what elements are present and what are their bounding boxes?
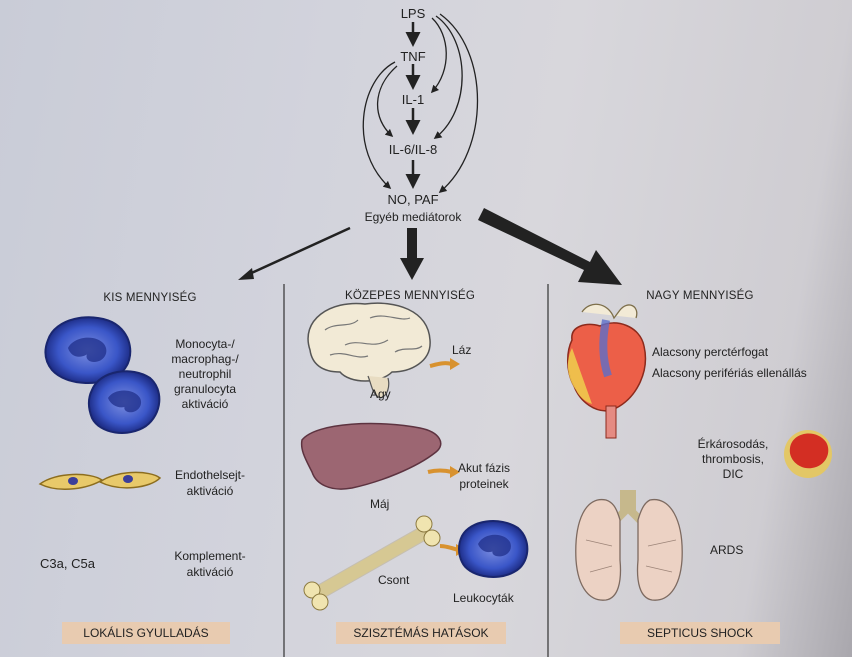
liver-label: Máj bbox=[370, 497, 390, 511]
branch-arrows bbox=[238, 208, 622, 285]
endothelial-cells bbox=[38, 471, 162, 490]
cascade-arrows bbox=[362, 13, 479, 194]
leukocytes-label: Leukocyták bbox=[453, 591, 514, 605]
heart-illustration bbox=[567, 303, 647, 439]
curve-tnf-il6 bbox=[376, 65, 398, 138]
local-inflammation-footer: LOKÁLIS GYULLADÁS bbox=[62, 622, 230, 644]
complement-label: C3a, C5a bbox=[40, 556, 95, 571]
small-amount-header: KIS MENNYISÉG bbox=[103, 292, 197, 304]
arrow-to-large bbox=[478, 208, 622, 285]
bone-label: Csont bbox=[378, 573, 410, 587]
lps-label: LPS bbox=[400, 6, 426, 21]
immune-cell-illustrations bbox=[44, 316, 161, 434]
low-cardiac-output-label: Alacsony perctérfogat bbox=[652, 345, 769, 359]
vascular-damage-line: DIC bbox=[722, 467, 744, 481]
curve-lps-no bbox=[438, 13, 479, 194]
other-mediators-label: Egyéb mediátorok bbox=[364, 210, 462, 224]
bone-illustration bbox=[303, 515, 529, 611]
il1-label: IL-1 bbox=[401, 92, 425, 107]
brain-illustration bbox=[307, 302, 460, 399]
no-paf-label: NO, PAF bbox=[387, 192, 439, 207]
tnf-label: TNF bbox=[400, 49, 426, 64]
arrow-to-small bbox=[244, 226, 351, 278]
medium-amount-header: KÖZEPES MENNYISÉG bbox=[345, 290, 475, 302]
fever-label: Láz bbox=[452, 343, 472, 357]
curve-lps-il6 bbox=[433, 15, 463, 139]
systemic-effects-footer: SZISZTÉMÁS HATÁSOK bbox=[336, 622, 506, 644]
liver-illustration bbox=[300, 422, 460, 490]
septic-shock-footer: SEPTICUS SHOCK bbox=[620, 622, 780, 644]
brain-label: Agy bbox=[370, 387, 391, 401]
vascular-damage-line: Érkárosodás, bbox=[697, 437, 769, 451]
curve-lps-il1 bbox=[430, 17, 447, 94]
cell-activation-line: macrophag-/ bbox=[171, 352, 239, 366]
cell-activation-line: granulocyta bbox=[173, 382, 237, 396]
cell-activation-line: Monocyta-/ bbox=[175, 337, 235, 351]
acute-phase-line: proteinek bbox=[459, 477, 509, 491]
curve-tnf-no bbox=[362, 61, 396, 190]
complement-activation-line: Komplement- bbox=[174, 549, 246, 563]
endothelial-activation-line: Endothelsejt- bbox=[174, 468, 246, 482]
endothelial-activation-line: aktiváció bbox=[186, 484, 234, 498]
low-peripheral-resistance-label: Alacsony perifériás ellenállás bbox=[652, 366, 807, 380]
acute-phase-line: Akut fázis bbox=[457, 461, 511, 475]
lungs-illustration bbox=[575, 490, 683, 601]
ards-label: ARDS bbox=[710, 543, 744, 557]
thrombus-illustration bbox=[784, 430, 832, 478]
vascular-damage-line: thrombosis, bbox=[701, 452, 765, 466]
cell-activation-line: neutrophil bbox=[178, 367, 232, 381]
cell-activation-line: aktiváció bbox=[181, 397, 229, 411]
arrow-to-medium bbox=[400, 258, 424, 280]
complement-activation-line: aktiváció bbox=[186, 565, 234, 579]
large-amount-header: NAGY MENNYISÉG bbox=[646, 290, 754, 302]
il6-il8-label: IL-6/IL-8 bbox=[388, 142, 438, 157]
